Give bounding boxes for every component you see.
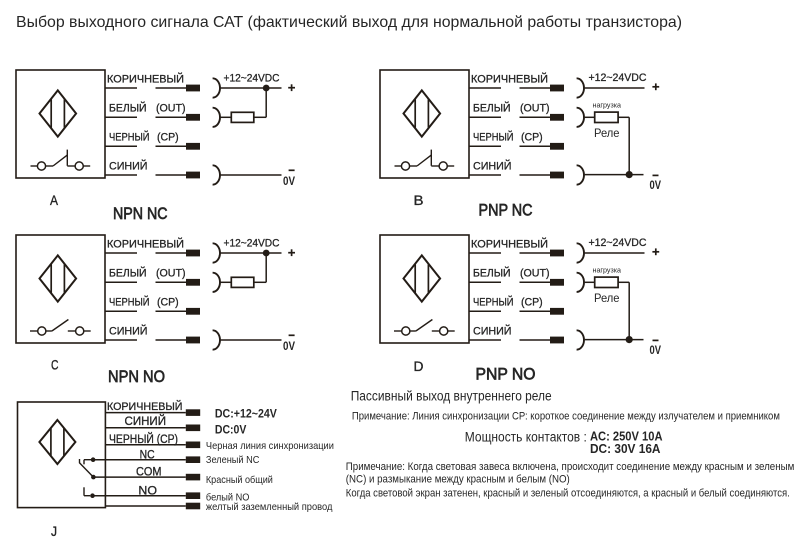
svg-text:+12~24VDC: +12~24VDC: [589, 237, 647, 249]
svg-text:DC:+12~24V: DC:+12~24V: [215, 406, 277, 420]
svg-text:КОРИЧНЕВЫЙ: КОРИЧНЕВЫЙ: [107, 237, 184, 250]
svg-text:желтый заземленный провод: желтый заземленный провод: [206, 501, 333, 513]
svg-text:КОРИЧНЕВЫЙ: КОРИЧНЕВЫЙ: [107, 72, 184, 85]
svg-text:КОРИЧНЕВЫЙ: КОРИЧНЕВЫЙ: [107, 400, 183, 413]
svg-text:КОРИЧНЕВЫЙ: КОРИЧНЕВЫЙ: [471, 237, 548, 250]
svg-text:COM: COM: [136, 467, 162, 479]
svg-text:Мощность контактов :: Мощность контактов :: [465, 429, 587, 444]
svg-text:Когда световой экран затенен,: Когда световой экран затенен, красный и …: [346, 487, 790, 499]
svg-text:DC: 30V 16A: DC: 30V 16A: [590, 441, 661, 456]
svg-text:БЕЛЫЙ: БЕЛЫЙ: [473, 267, 511, 280]
svg-text:(NC) и размыкание между красны: (NC) и размыкание между красным и белым …: [346, 474, 570, 486]
svg-text:СИНИЙ: СИНИЙ: [109, 159, 148, 172]
svg-text:Примечание: Когда световая зав: Примечание: Когда световая завеса включе…: [346, 461, 795, 473]
svg-text:Пассивный выход внутреннего ре: Пассивный выход внутреннего реле: [351, 388, 552, 403]
svg-text:БЕЛЫЙ: БЕЛЫЙ: [473, 102, 511, 115]
svg-text:J: J: [51, 523, 57, 539]
svg-text:ЧЕРНЫЙ: ЧЕРНЫЙ: [109, 296, 150, 309]
svg-text:СИНИЙ: СИНИЙ: [109, 324, 148, 337]
svg-text:A: A: [50, 192, 59, 208]
svg-text:Реле: Реле: [594, 293, 620, 305]
svg-text:NPN NO: NPN NO: [108, 367, 165, 386]
svg-text:(СР): (СР): [157, 297, 179, 309]
svg-text:0V: 0V: [650, 180, 662, 192]
svg-text:NO: NO: [138, 486, 157, 498]
svg-text:(OUT): (OUT): [156, 103, 186, 115]
svg-text:белый NO: белый NO: [206, 492, 250, 504]
svg-text:нагрузка: нагрузка: [593, 265, 622, 274]
svg-text:+12~24VDC: +12~24VDC: [224, 238, 280, 250]
svg-text:0V: 0V: [283, 176, 295, 188]
svg-text:NPN NC: NPN NC: [113, 204, 168, 223]
svg-text:Реле: Реле: [594, 128, 620, 140]
svg-text:+12~24VDC: +12~24VDC: [589, 72, 647, 84]
svg-text:Черная линия синхронизации: Черная линия синхронизации: [206, 440, 334, 452]
svg-text:ЧЕРНЫЙ: ЧЕРНЫЙ: [473, 131, 514, 144]
svg-text:(OUT): (OUT): [520, 103, 550, 115]
svg-text:СИНИЙ: СИНИЙ: [125, 413, 167, 428]
svg-text:(OUT): (OUT): [156, 268, 186, 280]
svg-text:нагрузка: нагрузка: [593, 100, 622, 109]
svg-text:Зеленый NC: Зеленый NC: [206, 454, 260, 466]
svg-text:(OUT): (OUT): [520, 268, 550, 280]
svg-text:ЧЕРНЫЙ: ЧЕРНЫЙ: [473, 296, 514, 309]
svg-text:0V: 0V: [650, 345, 662, 357]
svg-text:B: B: [414, 192, 424, 208]
svg-text:NC: NC: [140, 450, 155, 462]
svg-text:Выбор выходного сигнала САТ (ф: Выбор выходного сигнала САТ (фактический…: [16, 14, 682, 31]
svg-text:СИНИЙ: СИНИЙ: [473, 159, 512, 172]
svg-text:(СР): (СР): [521, 132, 543, 144]
svg-text:(СР): (СР): [157, 132, 179, 144]
svg-text:КОРИЧНЕВЫЙ: КОРИЧНЕВЫЙ: [471, 72, 548, 85]
svg-text:PNP NC: PNP NC: [479, 201, 533, 220]
svg-text:+12~24VDC: +12~24VDC: [224, 73, 280, 85]
svg-text:PNP NO: PNP NO: [476, 365, 536, 384]
svg-text:DC:0V: DC:0V: [215, 423, 247, 437]
svg-text:Красный общий: Красный общий: [206, 474, 273, 486]
svg-text:D: D: [414, 358, 424, 374]
svg-text:ЧЕРНЫЙ: ЧЕРНЫЙ: [109, 131, 150, 144]
svg-text:(СР): (СР): [521, 297, 543, 309]
svg-text:C: C: [51, 357, 59, 373]
svg-text:ЧЕРНЫЙ (СР): ЧЕРНЫЙ (СР): [109, 433, 178, 446]
svg-text:Примечание: Линия синхронизаци: Примечание: Линия синхронизации СР: коро…: [352, 411, 780, 423]
svg-text:0V: 0V: [283, 341, 295, 353]
svg-text:СИНИЙ: СИНИЙ: [473, 324, 512, 337]
svg-text:БЕЛЫЙ: БЕЛЫЙ: [109, 102, 147, 115]
svg-text:AC: 250V 10A: AC: 250V 10A: [590, 429, 663, 444]
svg-text:БЕЛЫЙ: БЕЛЫЙ: [109, 267, 147, 280]
